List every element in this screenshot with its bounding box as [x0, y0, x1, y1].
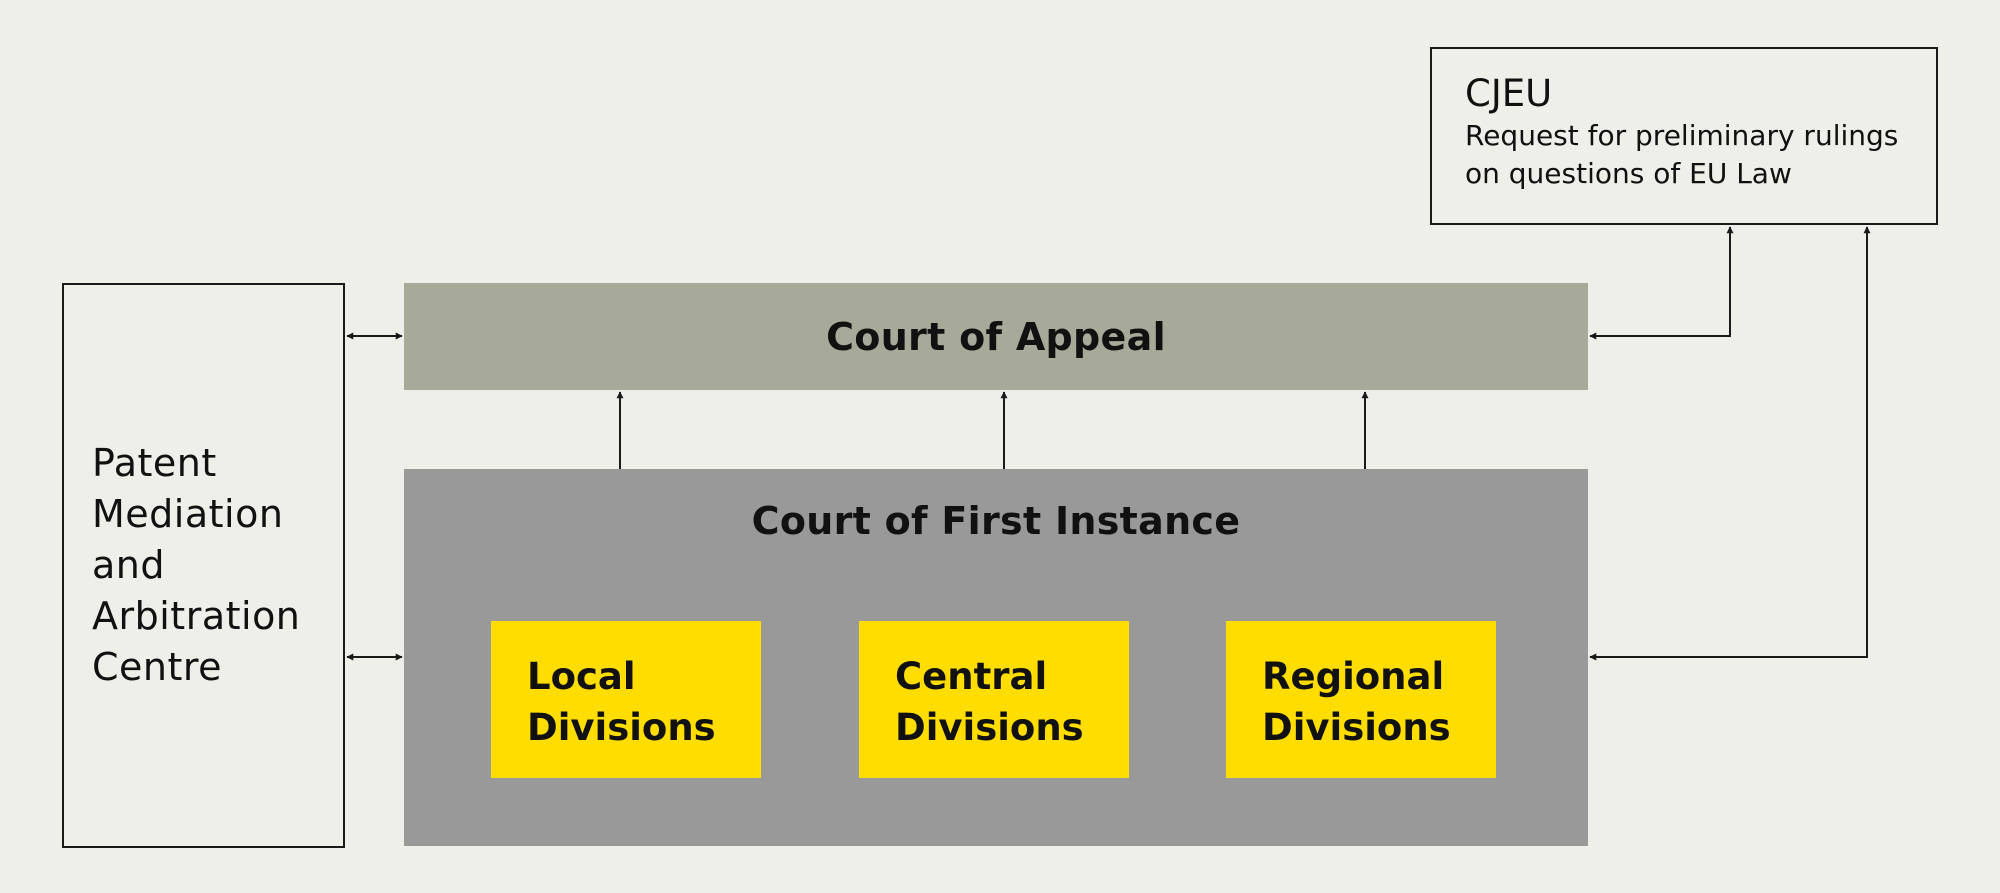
- regional-divisions-box: Regional Divisions: [1226, 621, 1496, 778]
- court-of-appeal-label: Court of Appeal: [826, 314, 1166, 359]
- cjeu-description: Request for preliminary rulings on quest…: [1465, 119, 1899, 190]
- pmac-box: Patent Mediation and Arbitration Centre: [62, 283, 345, 848]
- central-divisions-box: Central Divisions: [859, 621, 1129, 778]
- cjeu-box: CJEU Request for preliminary rulings on …: [1430, 47, 1938, 225]
- cjeu-title: CJEU: [1465, 72, 1553, 115]
- court-of-appeal-box: Court of Appeal: [404, 283, 1588, 390]
- appeal-cjeu-connector: [1589, 226, 1734, 340]
- first-instance-cjeu-connector: [1589, 226, 1871, 661]
- pmac-label: Patent Mediation and Arbitration Centre: [92, 441, 301, 689]
- court-of-first-instance-box: Court of First Instance Local Divisions …: [404, 469, 1588, 846]
- local-divisions-box: Local Divisions: [491, 621, 761, 778]
- court-of-first-instance-label: Court of First Instance: [751, 499, 1241, 543]
